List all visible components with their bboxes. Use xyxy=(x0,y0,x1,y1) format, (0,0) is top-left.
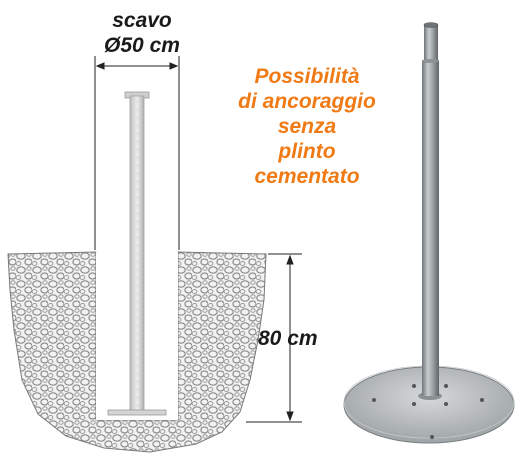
excavation-width-dimension xyxy=(94,56,180,250)
pole-product xyxy=(343,22,515,444)
note-line: di ancoraggio xyxy=(238,90,376,113)
note-line: cementato xyxy=(254,165,360,188)
note-line: senza xyxy=(277,115,337,138)
anchoring-note: Possibilità di ancoraggio senza plinto c… xyxy=(222,64,392,189)
excavation-diameter-label: Ø50 cm xyxy=(104,34,180,57)
excavation-label: scavo xyxy=(112,9,172,32)
depth-dimension xyxy=(246,253,302,423)
anchor-rod xyxy=(107,91,167,416)
note-line: plinto xyxy=(278,140,336,163)
note-line: Possibilità xyxy=(254,65,360,88)
depth-label: 80 cm xyxy=(258,327,318,350)
